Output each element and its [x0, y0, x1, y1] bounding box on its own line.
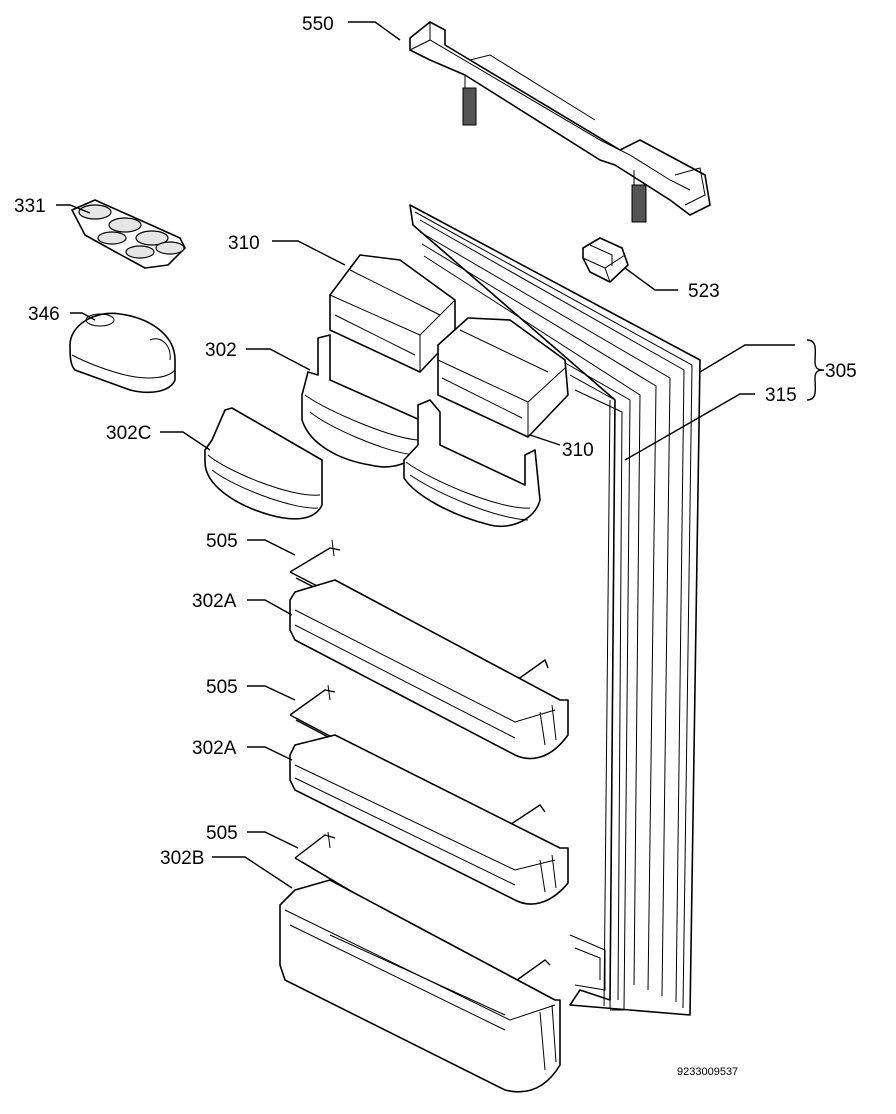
dairy-compartment-upper [329, 254, 456, 373]
dairy-compartment-lower [437, 317, 569, 438]
label-302a-1: 302A [192, 591, 237, 612]
label-302c: 302C [106, 423, 151, 444]
label-505-1: 505 [206, 531, 238, 552]
label-305: 305 [825, 361, 857, 382]
egg-tray [71, 199, 186, 269]
door-frame [409, 204, 701, 1016]
leader-lines [56, 21, 825, 889]
label-302a-2: 302A [192, 738, 237, 759]
label-315: 315 [765, 385, 797, 406]
door-shelf-upper-left [301, 334, 421, 468]
butter-dish-cover [69, 312, 176, 394]
label-505-2: 505 [206, 677, 238, 698]
label-331: 331 [14, 196, 46, 217]
label-523: 523 [688, 281, 720, 302]
label-505-3: 505 [206, 823, 238, 844]
label-310-lower: 310 [562, 440, 594, 461]
label-310-upper: 310 [228, 233, 260, 254]
door-shelf-upper-right [403, 399, 541, 527]
door-gasket [574, 389, 623, 1001]
small-door-bin [204, 407, 323, 520]
bottle-shelf-b [279, 879, 561, 1093]
label-550: 550 [302, 14, 334, 35]
hinge-block [582, 237, 629, 283]
hinge-cover-bar [409, 21, 711, 223]
door-shelf-a2 [289, 734, 569, 905]
label-302: 302 [205, 340, 237, 361]
label-302b: 302B [160, 848, 204, 869]
part-labels: 550 331 523 310 310 346 302 305 315 302C… [14, 14, 857, 869]
label-346: 346 [28, 304, 60, 325]
door-shelf-a1 [289, 579, 569, 760]
drawing-number: 9233009537 [677, 1066, 738, 1078]
